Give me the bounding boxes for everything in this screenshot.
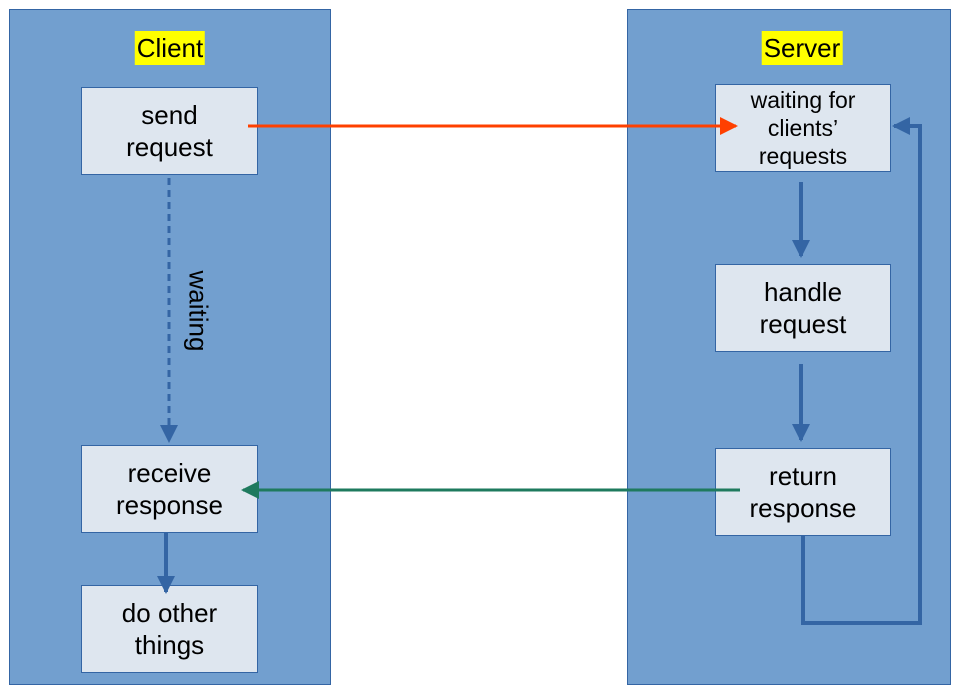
server-title: Server — [761, 31, 843, 65]
waiting-label: waiting — [183, 270, 214, 352]
return-response-box: return response — [715, 448, 891, 536]
handle-request-box: handle request — [715, 264, 891, 352]
waiting-for-requests-box: waiting for clients’ requests — [715, 84, 891, 172]
send-request-box: send request — [81, 87, 258, 175]
client-title: Client — [134, 31, 206, 65]
receive-response-box: receive response — [81, 445, 258, 533]
do-other-things-box: do other things — [81, 585, 258, 673]
